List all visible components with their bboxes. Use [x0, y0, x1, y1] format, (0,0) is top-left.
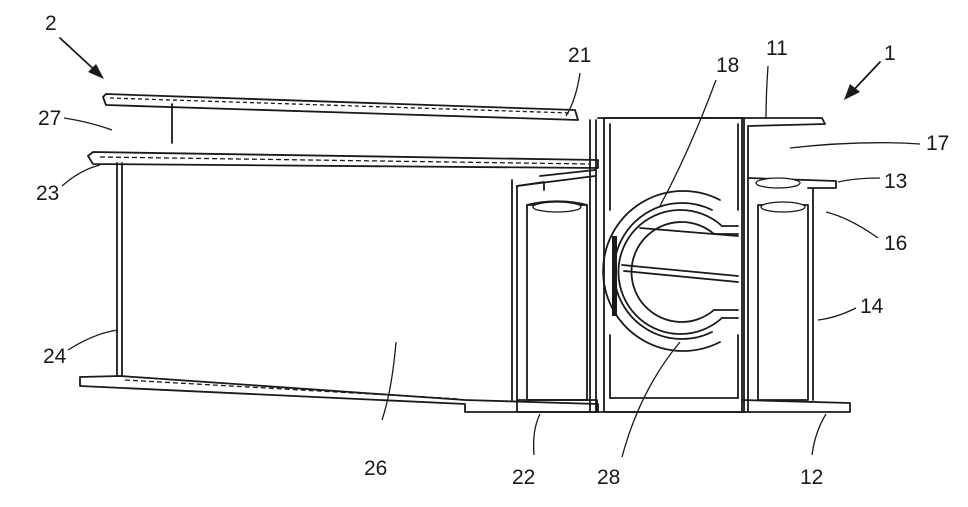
label-21: 21 [568, 44, 591, 67]
label-12: 12 [800, 466, 823, 489]
chamber-22 [527, 205, 587, 400]
chamber-14 [758, 205, 808, 400]
bottom-flange-12 [598, 400, 850, 412]
label-14: 14 [860, 295, 884, 318]
label-24: 24 [43, 345, 67, 368]
label-13: 13 [884, 170, 907, 193]
label-27: 27 [38, 107, 61, 130]
label-17: 17 [926, 132, 949, 155]
label-18: 18 [716, 54, 739, 77]
label-16: 16 [884, 232, 907, 255]
outer-ring-28 [603, 191, 720, 351]
label-22: 22 [512, 466, 535, 489]
label-26: 26 [364, 457, 387, 480]
clamp-18-28 [603, 118, 744, 412]
label-2: 2 [45, 12, 57, 35]
label-28: 28 [597, 466, 620, 489]
label-1: 1 [884, 42, 896, 65]
profile-1 [598, 118, 850, 412]
label-11: 11 [766, 37, 788, 60]
profile-2 [80, 94, 598, 412]
top-plate-21 [103, 94, 578, 120]
label-23: 23 [36, 182, 59, 205]
